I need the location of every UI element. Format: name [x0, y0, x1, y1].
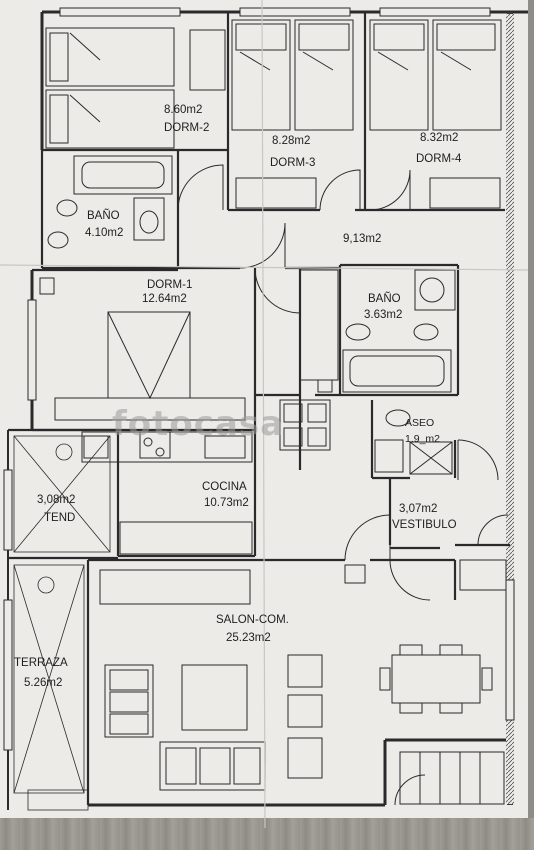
bathroom-2-fixtures [342, 269, 456, 393]
windows [3, 7, 515, 751]
vestibulo-name: VESTIBULO [392, 519, 457, 531]
kitchen-fixtures [81, 431, 253, 555]
bano-2-name: BAÑO [368, 292, 401, 305]
hatched-exterior-wall [506, 14, 514, 804]
bano-2-area: 3.63m2 [364, 309, 402, 321]
bed-dorm-1 [54, 311, 246, 421]
dorm-1-name: DORM-1 [147, 279, 192, 291]
wooden-table-background [0, 818, 534, 850]
aseo-name: ASEO [405, 417, 434, 429]
room-labels: 8.60m2 DORM-2 8.28m2 DORM-3 8.32m2 DORM-… [14, 104, 462, 689]
terraza-area: 5.26m2 [24, 677, 62, 689]
dorm-3-area: 8.28m2 [272, 135, 310, 147]
aseo-fixtures [374, 409, 453, 475]
salon-area: 25.23m2 [226, 632, 271, 644]
vestibulo-area: 3,07m2 [399, 503, 437, 515]
hall-area: 9,13m2 [343, 233, 381, 245]
dorm-4-name: DORM-4 [416, 153, 462, 165]
landing-area [399, 751, 505, 805]
bano-1-name: BAÑO [87, 209, 120, 222]
salon-name: SALON-COM. [216, 614, 289, 626]
kitchen-table [279, 399, 331, 451]
salon-furniture [99, 559, 507, 791]
dorm-4-area: 8.32m2 [420, 132, 458, 144]
tend-area: 3,08m2 [37, 494, 75, 506]
dorm-3-name: DORM-3 [270, 157, 315, 169]
terraza-name: TERRAZA [14, 657, 68, 669]
dorm-2-area: 8.60m2 [164, 104, 202, 116]
wardrobes [39, 29, 501, 393]
bed-dorm-3 [231, 19, 354, 131]
bathroom-1-fixtures [47, 155, 173, 249]
bano-1-area: 4.10m2 [85, 227, 123, 239]
dorm-1-area: 12.64m2 [142, 293, 187, 305]
aseo-area: 1.9_m2 [405, 433, 440, 445]
cocina-area: 10.73m2 [204, 497, 249, 509]
bed-dorm-2 [45, 27, 175, 149]
cocina-name: COCINA [202, 481, 247, 493]
terraza-area [13, 564, 89, 811]
bed-dorm-4 [369, 19, 502, 131]
tendedero-area [13, 435, 111, 553]
paper-folds [0, 0, 529, 829]
dorm-2-name: DORM-2 [164, 122, 209, 134]
tend-name: TEND [44, 512, 75, 524]
watermark-logo: fotocasa [112, 404, 284, 444]
